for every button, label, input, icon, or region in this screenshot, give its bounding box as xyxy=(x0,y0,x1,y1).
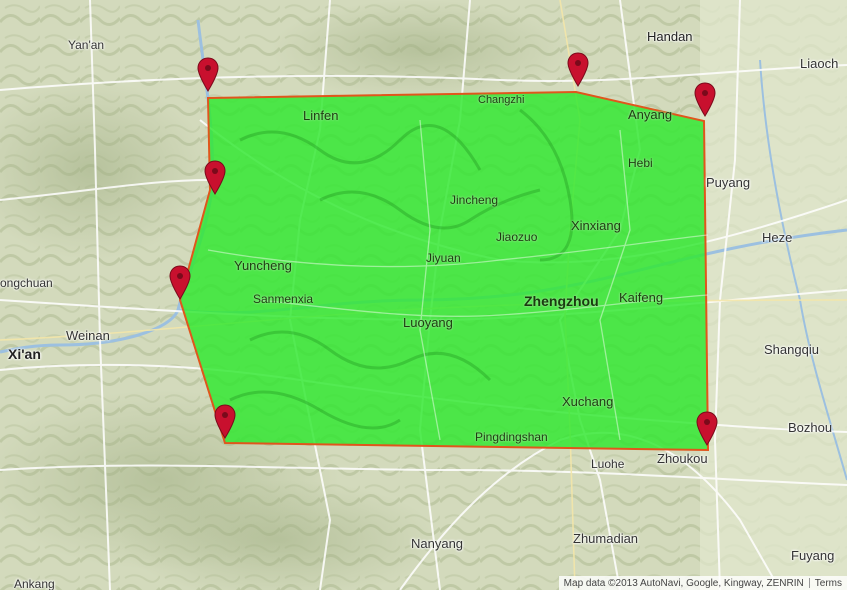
inner-relief xyxy=(229,108,574,430)
city-label-handan: Handan xyxy=(647,29,693,44)
city-label-heze: Heze xyxy=(762,230,793,245)
map-pin-icon[interactable] xyxy=(204,160,226,196)
city-label-bozhou: Bozhou xyxy=(788,420,833,435)
city-label-zhumadian: Zhumadian xyxy=(573,531,639,546)
city-label-shangqiu: Shangqiu xyxy=(764,342,819,357)
city-label-luoyang: Luoyang xyxy=(403,315,453,330)
map-attribution: Map data ©2013 AutoNavi, Google, Kingway… xyxy=(558,576,847,590)
city-label-xuchang: Xuchang xyxy=(562,394,614,409)
map-pin-icon[interactable] xyxy=(169,265,191,301)
city-label-jiaozuo: Jiaozuo xyxy=(496,230,538,244)
mountain-shading xyxy=(270,0,570,100)
city-label-changzhi: Changzhi xyxy=(478,94,525,106)
map-pin-icon[interactable] xyxy=(197,57,219,93)
city-label-linfen: Linfen xyxy=(303,108,339,123)
city-label-zhengzhou: Zhengzhou xyxy=(524,293,599,309)
map-pin-icon[interactable] xyxy=(696,411,718,447)
inner-roads xyxy=(207,119,709,441)
terms-link[interactable]: Terms xyxy=(814,577,842,589)
map-pin-icon[interactable] xyxy=(214,404,236,440)
mountain-shading xyxy=(0,80,210,260)
attribution-divider xyxy=(808,578,810,588)
city-label-nanyang: Nanyang xyxy=(411,536,464,551)
city-label-weinan: Weinan xyxy=(66,328,110,343)
city-label-pingdingshan: Pingdingshan xyxy=(475,430,548,444)
mountain-shading xyxy=(120,480,440,590)
city-label-xian: Xi'an xyxy=(8,346,41,362)
city-label-fuyang: Fuyang xyxy=(791,548,835,563)
map-pin-icon[interactable] xyxy=(567,52,589,88)
city-label-jiyuan: Jiyuan xyxy=(426,251,461,265)
city-label-puyang: Puyang xyxy=(706,175,751,190)
city-label-luohe: Luohe xyxy=(591,457,625,471)
city-label-tongchuan: ongchuan xyxy=(0,276,53,290)
plain xyxy=(700,0,847,590)
city-label-zhoukou: Zhoukou xyxy=(657,451,708,466)
city-label-sanmenxia: Sanmenxia xyxy=(253,292,314,306)
city-label-liaocheng: Liaoch xyxy=(800,56,839,71)
city-label-yuncheng: Yuncheng xyxy=(234,258,292,273)
city-label-ankang: Ankang xyxy=(14,577,55,590)
region-polygon[interactable] xyxy=(178,90,710,452)
map-pin-icon[interactable] xyxy=(694,82,716,118)
city-label-anyang: Anyang xyxy=(628,107,673,122)
city-label-hebi: Hebi xyxy=(628,156,653,170)
city-label-yanan: Yan'an xyxy=(68,38,105,52)
city-label-jincheng: Jincheng xyxy=(450,193,499,207)
map-data-attribution: Map data ©2013 AutoNavi, Google, Kingway… xyxy=(563,577,804,589)
city-label-kaifeng: Kaifeng xyxy=(619,290,664,305)
city-label-xinxiang: Xinxiang xyxy=(571,218,621,233)
